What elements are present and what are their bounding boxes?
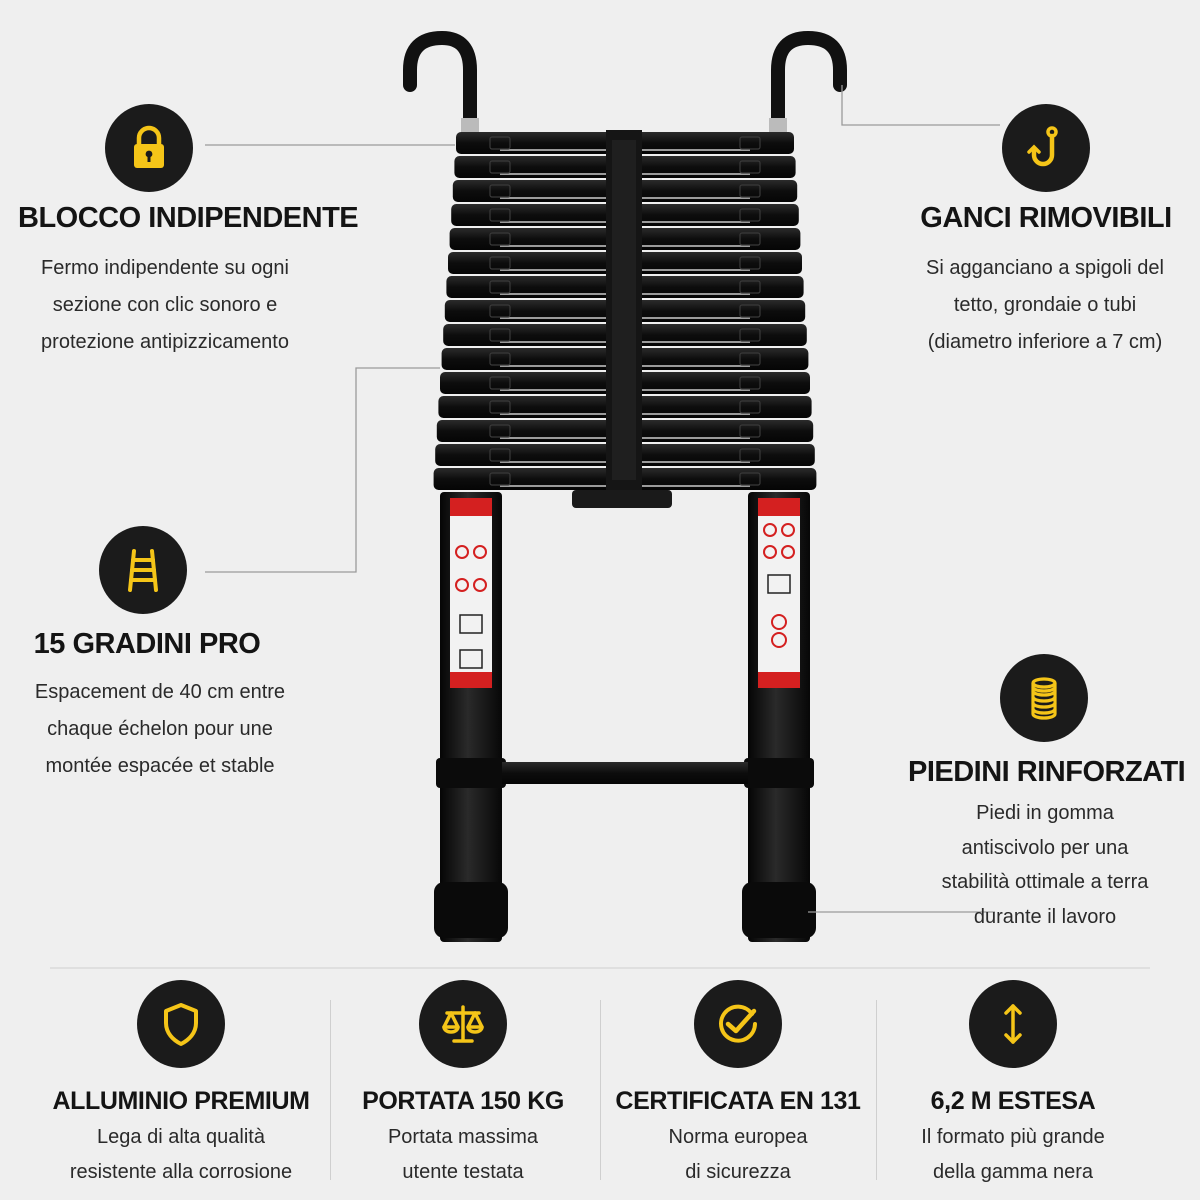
height-line-2: della gamma nera [932,1161,1094,1183]
check-badge-icon [694,980,782,1068]
right-warning-label [758,498,800,688]
feet-title: PIEDINI RINFORZATI [908,756,1186,788]
rung-lock-button [489,376,511,390]
lock-title: BLOCCO INDIPENDENTE [18,202,359,234]
right-foot [742,882,816,938]
height-line-1: Il formato più grande [921,1126,1105,1148]
rung-lock-button [739,256,761,270]
rung-lock-button [489,400,511,414]
steps-line-1: Espacement de 40 cm entre [34,681,286,703]
scale-icon [419,980,507,1068]
certification-line-2: di sicurezza [685,1161,791,1183]
rung-lock-button [489,160,511,174]
lock-line-3: protezione antipizzicamento [41,331,289,353]
rung-lock-button [739,184,761,198]
rung-lock-button [739,400,761,414]
height-title: 6,2 M ESTESA [930,1087,1096,1115]
ladder-icon [99,526,187,614]
rung-lock-button [489,352,511,366]
rung-lock-button [739,136,761,150]
steps-description: Espacement de 40 cm entre chaque échelon… [5,674,315,785]
left-foot [434,882,508,938]
feet-description: Piedi in gomma antiscivolo per una stabi… [895,796,1195,934]
rung-lock-button [739,472,761,486]
coil-stack-icon [1000,654,1088,742]
certification-line-1: Norma europea [668,1126,808,1148]
rung-lock-button [489,256,511,270]
left-warning-label [450,498,492,688]
column-divider [600,1000,601,1180]
steps-line-3: montée espacée et stable [45,755,275,777]
feet-line-4: durante il lavoro [973,905,1117,928]
feet-line-2: antiscivolo per una [961,836,1129,859]
hooks-line-1: Si agganciano a spigoli del [926,257,1164,279]
rung-lock-button [489,280,511,294]
aluminium-title: ALLUMINIO PREMIUM [52,1087,310,1115]
height-description: Il formato più grande della gamma nera [878,1120,1148,1190]
column-divider [330,1000,331,1180]
aluminium-line-2: resistente alla corrosione [69,1161,293,1183]
right-hook [771,30,847,137]
shield-icon [137,980,225,1068]
rung-lock-button [739,304,761,318]
rung-lock-button [489,136,511,150]
hooks-line-2: tetto, grondaie o tubi [953,294,1137,316]
rung-lock-button [739,352,761,366]
rung-lock-button [739,376,761,390]
rung-lock-button [739,160,761,174]
rung-lock-button [489,184,511,198]
column-divider [876,1000,877,1180]
hooks-line-3: (diametro inferiore a 7 cm) [927,331,1163,353]
capacity-line-2: utente testata [402,1161,524,1183]
rung-lock-button [489,424,511,438]
hooks-title: GANCI RIMOVIBILI [920,202,1172,234]
rung-lock-button [739,280,761,294]
padlock-icon [105,104,193,192]
aluminium-description: Lega di alta qualità resistente alla cor… [46,1120,316,1190]
left-hook [403,30,477,137]
steps-title: 15 GRADINI PRO [33,628,261,660]
rung-lock-button [739,424,761,438]
lock-line-2: sezione con clic sonoro e [52,294,278,316]
leader-lines [205,85,1000,913]
hooks-description: Si agganciano a spigoli del tetto, grond… [895,250,1195,361]
vertical-arrows-icon [969,980,1057,1068]
rung-lock-button [489,472,511,486]
rung-lock-button [739,208,761,222]
feet-line-1: Piedi in gomma [976,802,1114,824]
certification-title: CERTIFICATA EN 131 [615,1087,861,1115]
rung-lock-button [739,328,761,342]
capacity-description: Portata massima utente testata [328,1120,598,1190]
bottom-rung [502,762,748,784]
rung-lock-button [489,448,511,462]
hook-icon [1002,104,1090,192]
rung-lock-button [739,448,761,462]
rung-lock-button [489,328,511,342]
aluminium-line-1: Lega di alta qualità [97,1126,265,1148]
capacity-title: PORTATA 150 KG [362,1087,564,1115]
steps-line-2: chaque échelon pour une [47,718,273,740]
rung-lock-button [489,208,511,222]
capacity-line-1: Portata massima [387,1126,539,1148]
lock-line-1: Fermo indipendente su ogni [41,257,289,279]
lock-description: Fermo indipendente su ogni sezione con c… [10,250,320,361]
rung-lock-button [739,232,761,246]
rung-lock-button [489,232,511,246]
rung-lock-button [489,304,511,318]
feet-line-3: stabilità ottimale a terra [941,871,1149,893]
certification-description: Norma europea di sicurezza [603,1120,873,1190]
